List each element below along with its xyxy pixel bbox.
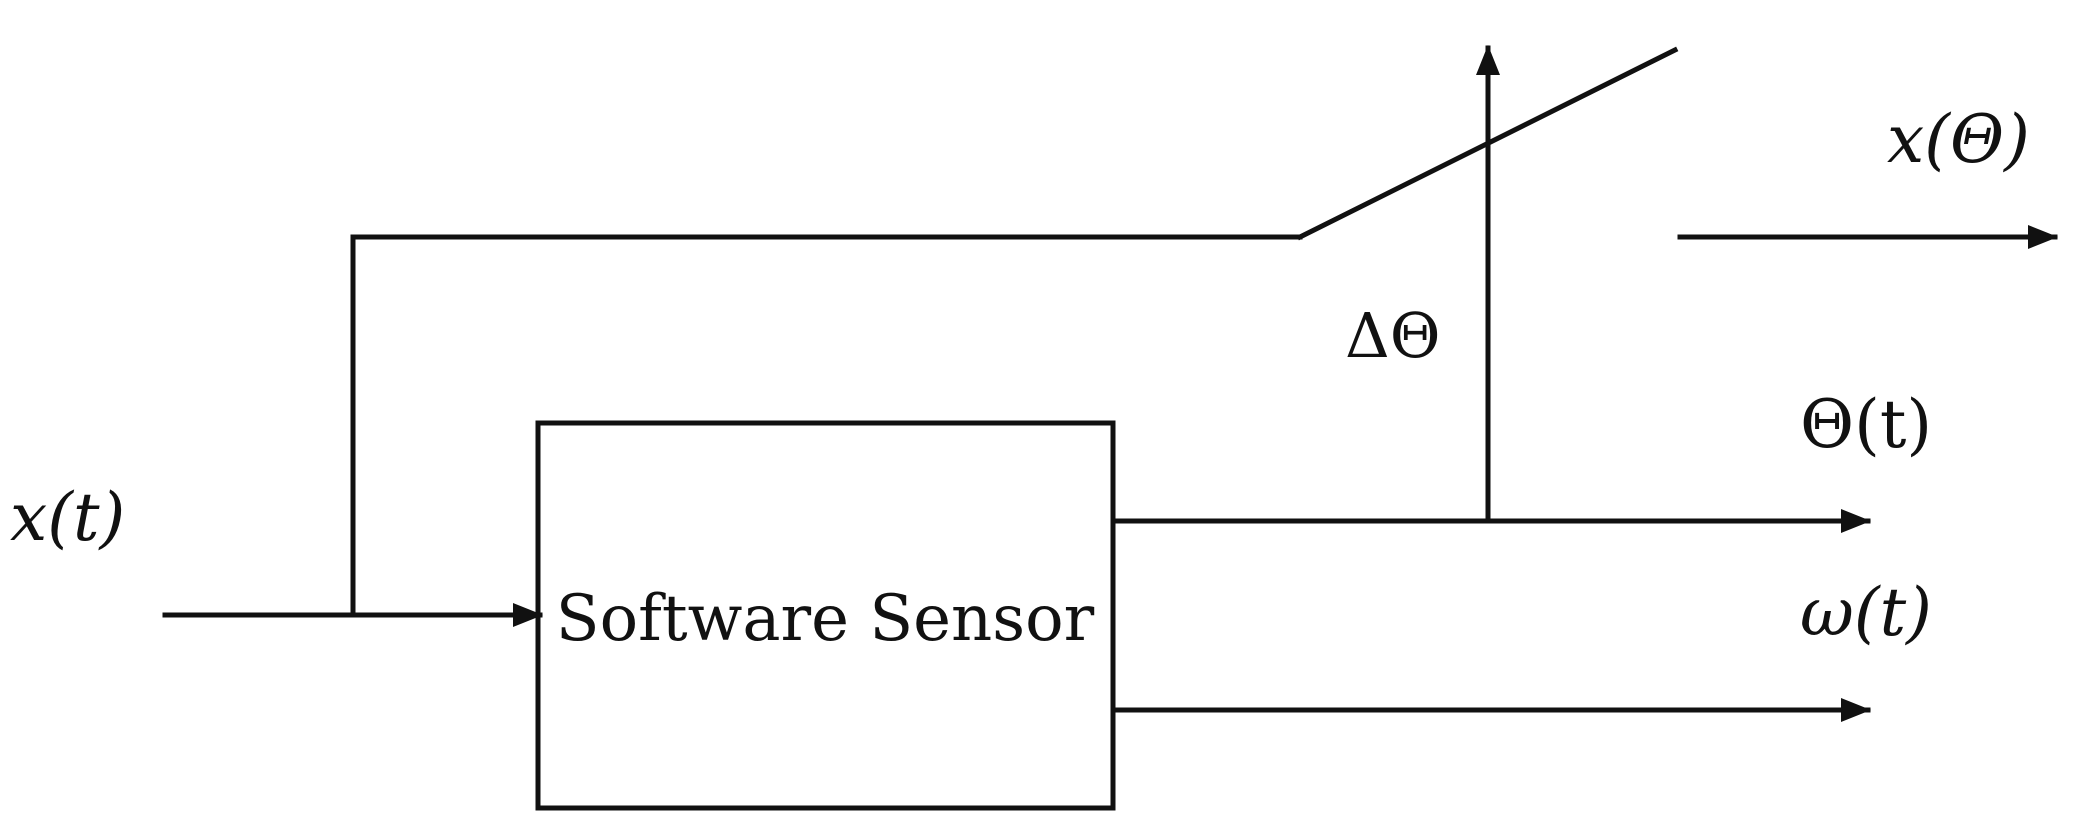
input-label: x(t) bbox=[10, 479, 125, 556]
output-theta-label: Θ(t) bbox=[1800, 386, 1932, 463]
sampled-output-label: x(Θ) bbox=[1887, 101, 2030, 178]
output-omega-label: ω(t) bbox=[1800, 574, 1932, 651]
block-label: Software Sensor bbox=[556, 582, 1095, 656]
delta-theta-label: ΔΘ bbox=[1345, 299, 1441, 372]
software-sensor-block bbox=[535, 420, 1116, 811]
